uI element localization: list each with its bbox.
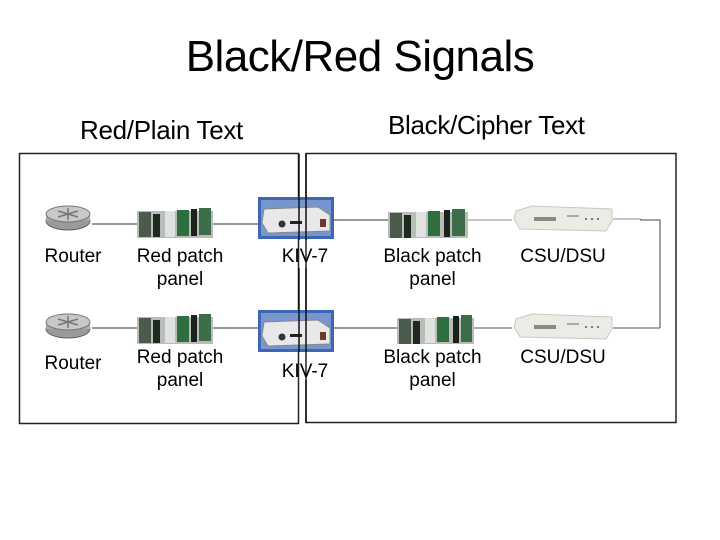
patch-panel-icon [397,315,474,344]
black-patch-label: Black patch panel [365,346,500,392]
kiv-label: KIV-7 [281,246,329,267]
black-patch-label: Black patch panel [365,245,500,291]
black-zone-label: Black/Cipher Text [388,110,585,140]
slide-title: Black/Red Signals [185,32,535,81]
patch-panel-icon [137,208,213,238]
patch-panel-icon [137,314,213,344]
encryptor-icon [258,197,334,239]
router-label: Router [44,353,102,374]
encryptor-icon [258,310,334,352]
kiv-label: KIV-7 [281,361,329,382]
router-icon [45,313,91,339]
red-patch-label: Red patch panel [125,346,235,392]
red-patch-label-line2: panel [156,370,204,391]
csu-dsu-icon [513,205,613,232]
wan-link [639,218,661,328]
red-patch-label-line2: panel [156,269,204,290]
red-patch-label: Red patch panel [125,245,235,291]
csu-dsu-label: CSU/DSU [520,347,606,368]
patch-panel-icon [388,209,468,238]
black-patch-label-line2: panel [409,370,456,391]
csu-dsu-icon [513,313,613,340]
red-zone-label: Red/Plain Text [80,115,243,145]
black-patch-label-line1: Black patch [383,246,482,267]
red-patch-label-line1: Red patch [136,246,224,267]
black-patch-label-line1: Black patch [383,347,482,368]
router-icon [45,205,91,231]
router-label: Router [44,246,102,267]
red-patch-label-line1: Red patch [136,347,224,368]
csu-dsu-label: CSU/DSU [520,246,606,267]
black-patch-label-line2: panel [409,269,456,290]
